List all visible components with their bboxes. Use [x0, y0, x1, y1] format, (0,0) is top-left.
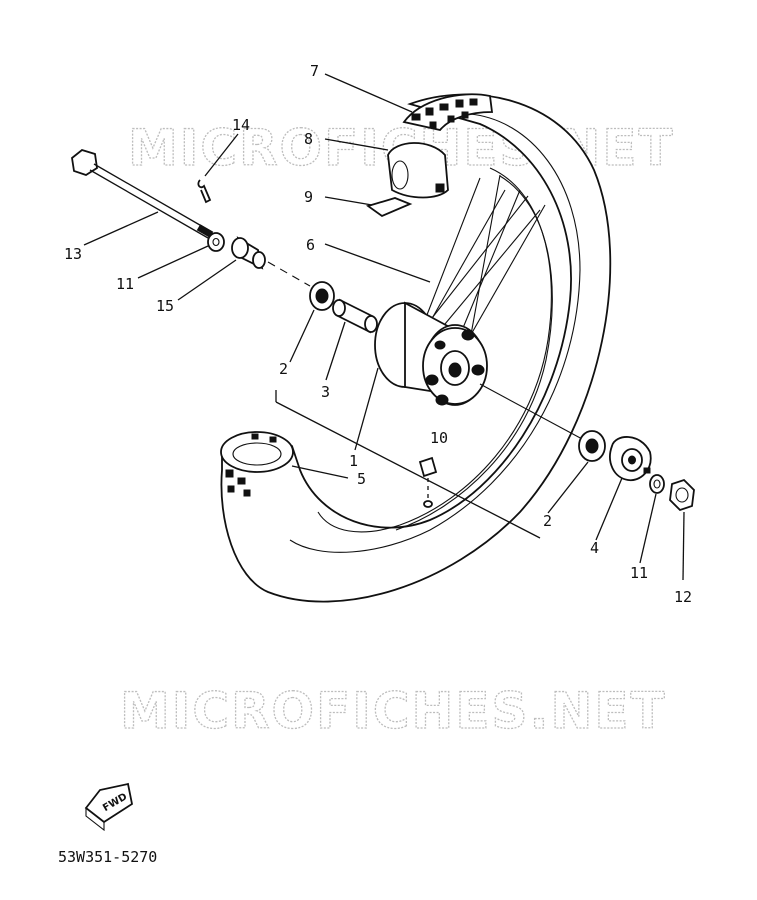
valve	[418, 456, 438, 500]
collar	[231, 236, 266, 270]
disc-guard	[387, 142, 449, 199]
callout-9: 9	[304, 188, 313, 206]
fwd-arrow-badge: FWD	[84, 782, 134, 832]
leader-lines	[83, 73, 685, 581]
callout-15: 15	[156, 297, 174, 315]
watermark-bottom: MICROFICHES.NET	[120, 682, 667, 740]
callout-7: 7	[310, 62, 319, 80]
diagram-code: 53W351-5270	[58, 848, 157, 866]
tread-blocks-top	[411, 98, 478, 129]
callout-14: 14	[232, 116, 250, 134]
callout-13: 13	[64, 245, 82, 263]
callout-6: 6	[306, 236, 315, 254]
callout-4: 4	[590, 539, 599, 557]
callout-1: 1	[349, 452, 358, 470]
spokes	[424, 174, 546, 346]
cotter-pin	[197, 179, 212, 204]
tire	[220, 93, 612, 603]
hub	[374, 301, 488, 406]
callout-8: 8	[304, 130, 313, 148]
band	[365, 197, 413, 218]
meter-gear-unit	[609, 436, 652, 482]
axle	[71, 148, 214, 239]
spacer	[332, 298, 378, 334]
callout-11-right: 11	[630, 564, 648, 582]
bearing-right	[578, 430, 606, 462]
washer-upper	[207, 232, 225, 252]
axis-line-right	[479, 383, 585, 441]
axle-nut	[669, 478, 695, 512]
axis-line	[267, 261, 311, 287]
washer-right	[649, 474, 665, 494]
callout-3: 3	[321, 383, 330, 401]
callout-11-upper: 11	[116, 275, 134, 293]
callout-2-right: 2	[543, 512, 552, 530]
group-bracket	[275, 390, 541, 539]
callout-5: 5	[357, 470, 366, 488]
bearing-left	[309, 281, 335, 311]
callout-2-left: 2	[279, 360, 288, 378]
rim	[317, 167, 553, 533]
callout-12: 12	[674, 588, 692, 606]
tread-blocks-bottom	[225, 433, 277, 497]
callout-10: 10	[430, 429, 448, 447]
